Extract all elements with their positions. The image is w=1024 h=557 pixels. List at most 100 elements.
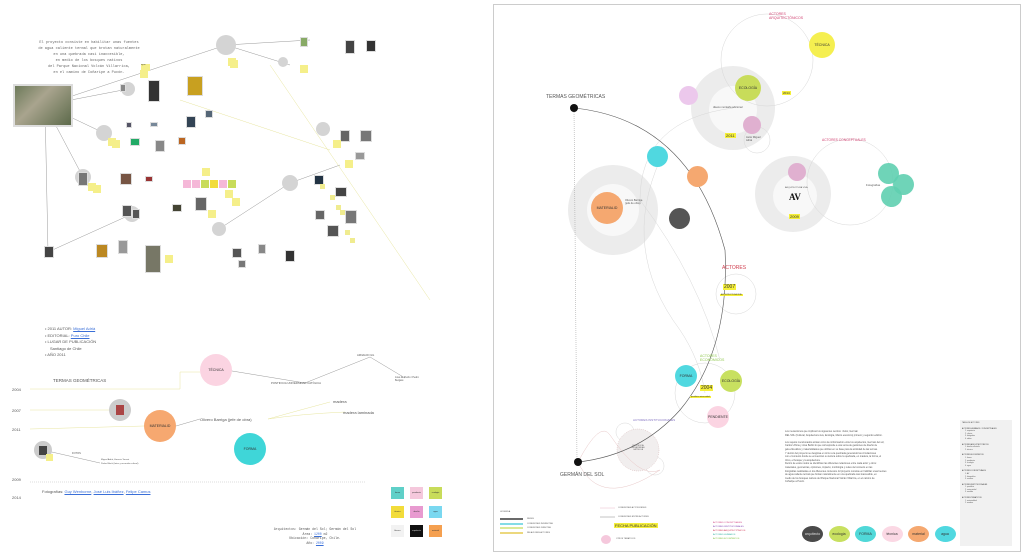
gray-node[interactable] bbox=[216, 35, 236, 55]
sidebar-item[interactable]: 2. fotografías bbox=[965, 475, 976, 478]
image-thumbnail[interactable] bbox=[172, 204, 182, 212]
image-thumbnail[interactable] bbox=[145, 245, 161, 273]
image-thumbnail[interactable] bbox=[285, 250, 295, 262]
image-thumbnail[interactable] bbox=[186, 116, 196, 128]
gray-node[interactable] bbox=[282, 175, 298, 191]
sidebar-item[interactable]: 1. AV bbox=[965, 472, 970, 475]
node-forma[interactable]: FORMA bbox=[234, 433, 266, 465]
color-note[interactable] bbox=[192, 180, 200, 188]
node-forma[interactable]: FORMA bbox=[675, 365, 697, 387]
image-thumbnail[interactable] bbox=[360, 130, 372, 142]
sticky-note[interactable] bbox=[208, 210, 216, 218]
sticky-note[interactable] bbox=[333, 140, 341, 148]
sticky-note-agua[interactable]: agua bbox=[141, 64, 150, 71]
author-link[interactable]: Miguel Adrià bbox=[73, 326, 96, 331]
node-materialidad[interactable]: MATERIALID bbox=[591, 192, 623, 224]
image-thumbnail[interactable] bbox=[132, 209, 140, 219]
sidebar-item[interactable]: 1. pontificia bbox=[965, 486, 975, 489]
node-pendiente[interactable]: PENDIENTE bbox=[707, 406, 729, 428]
color-note[interactable] bbox=[183, 180, 191, 188]
image-thumbnail[interactable] bbox=[122, 205, 132, 217]
image-thumbnail[interactable] bbox=[327, 225, 339, 237]
swatch-diseño[interactable]: diseño bbox=[410, 506, 423, 518]
sticky-note[interactable] bbox=[202, 168, 210, 176]
hero-photo[interactable] bbox=[13, 84, 73, 127]
sidebar-item[interactable]: 1. diseño montaña bbox=[965, 446, 980, 449]
node-cyan[interactable] bbox=[647, 146, 668, 167]
swatch-agua[interactable]: agua bbox=[429, 506, 442, 518]
color-note[interactable] bbox=[228, 180, 236, 188]
image-thumbnail[interactable] bbox=[126, 122, 132, 128]
node-ecologia[interactable]: ECOLOGÍA bbox=[735, 75, 761, 101]
swatch-arquitecto[interactable]: arquitecto bbox=[410, 525, 423, 537]
node-tecnica[interactable]: TÉCNICA bbox=[200, 354, 232, 386]
image-thumbnail[interactable] bbox=[232, 248, 242, 258]
image-thumbnail[interactable] bbox=[120, 173, 132, 185]
sidebar-item[interactable]: 3. arnaldo bbox=[965, 491, 973, 494]
bottom-node[interactable]: ecología bbox=[828, 526, 850, 542]
sticky-note[interactable] bbox=[330, 195, 335, 200]
swatch-forma[interactable]: forma bbox=[391, 487, 404, 499]
node-pink-av[interactable] bbox=[788, 163, 806, 181]
gray-node[interactable] bbox=[278, 57, 288, 67]
image-thumbnail[interactable] bbox=[238, 260, 246, 268]
sticky-note[interactable] bbox=[93, 185, 101, 193]
sticky-note[interactable] bbox=[46, 454, 53, 461]
publisher-link[interactable]: Puro Chile bbox=[70, 332, 90, 338]
image-thumbnail[interactable] bbox=[300, 37, 308, 47]
book-cover-node[interactable] bbox=[109, 399, 131, 421]
bottom-node[interactable]: agua bbox=[934, 526, 956, 542]
bottom-node[interactable]: FORMA bbox=[855, 526, 876, 542]
image-thumbnail[interactable] bbox=[155, 140, 165, 152]
node-pink-2011[interactable] bbox=[743, 116, 761, 134]
gray-node[interactable] bbox=[316, 122, 330, 136]
sidebar-item[interactable]: 1. arquitecto bbox=[965, 430, 975, 433]
node-ecologia-2[interactable]: ECOLOGÍA bbox=[720, 370, 742, 392]
bottom-node[interactable]: arquitecto bbox=[802, 526, 823, 542]
sticky-note[interactable] bbox=[336, 205, 341, 210]
image-thumbnail[interactable] bbox=[118, 240, 128, 254]
image-thumbnail[interactable] bbox=[130, 138, 140, 146]
image-thumbnail[interactable] bbox=[44, 246, 54, 258]
sticky-note[interactable] bbox=[140, 70, 148, 78]
sticky-note[interactable] bbox=[88, 183, 96, 191]
sidebar-item[interactable]: 1. forma bbox=[965, 456, 972, 459]
gray-node[interactable] bbox=[96, 125, 112, 141]
image-thumbnail[interactable] bbox=[355, 152, 365, 160]
node-pink-small[interactable] bbox=[679, 86, 698, 105]
swatch-pendiente[interactable]: pendiente bbox=[410, 487, 423, 499]
sticky-note[interactable] bbox=[230, 60, 238, 68]
sidebar-item[interactable]: 3. fotógrafos bbox=[965, 435, 975, 438]
image-thumbnail[interactable] bbox=[78, 172, 88, 186]
node-dark[interactable] bbox=[669, 208, 690, 229]
swatch-blanco[interactable]: blanco bbox=[391, 525, 404, 537]
image-thumbnail[interactable] bbox=[366, 40, 376, 52]
gray-node[interactable] bbox=[212, 222, 226, 236]
image-thumbnail[interactable] bbox=[150, 122, 158, 127]
image-thumbnail[interactable] bbox=[205, 110, 213, 118]
image-thumbnail[interactable] bbox=[120, 84, 126, 92]
image-thumbnail[interactable] bbox=[96, 244, 108, 258]
image-thumbnail[interactable] bbox=[178, 137, 186, 145]
node-teal[interactable] bbox=[881, 186, 902, 207]
year-link[interactable]: 2009 bbox=[315, 540, 324, 545]
image-thumbnail[interactable] bbox=[335, 187, 347, 197]
sticky-note[interactable] bbox=[165, 255, 173, 263]
photographer-link[interactable]: Felipe Camus bbox=[125, 489, 151, 494]
image-thumbnail[interactable] bbox=[145, 176, 153, 182]
image-thumbnail[interactable] bbox=[195, 197, 207, 211]
sidebar-item[interactable]: 2. universidad bbox=[965, 488, 977, 491]
photographer-link[interactable]: José Luis Ibáñez bbox=[93, 489, 124, 494]
node-orange[interactable] bbox=[687, 166, 708, 187]
sidebar-item[interactable]: 4. agua bbox=[965, 464, 971, 467]
swatch-técnica[interactable]: técnica bbox=[391, 506, 404, 518]
sticky-note[interactable] bbox=[345, 230, 350, 235]
sidebar-item[interactable]: 2. pendiente bbox=[965, 459, 975, 462]
sticky-note[interactable] bbox=[320, 184, 325, 189]
image-thumbnail[interactable] bbox=[187, 76, 203, 96]
image-thumbnail[interactable] bbox=[315, 210, 325, 220]
node-tecnica[interactable]: TÉCNICA bbox=[809, 32, 835, 58]
sidebar-item[interactable]: 2. madera bbox=[965, 502, 974, 505]
sidebar-item[interactable]: 3. ecología bbox=[965, 462, 974, 465]
sticky-note[interactable] bbox=[108, 138, 116, 146]
